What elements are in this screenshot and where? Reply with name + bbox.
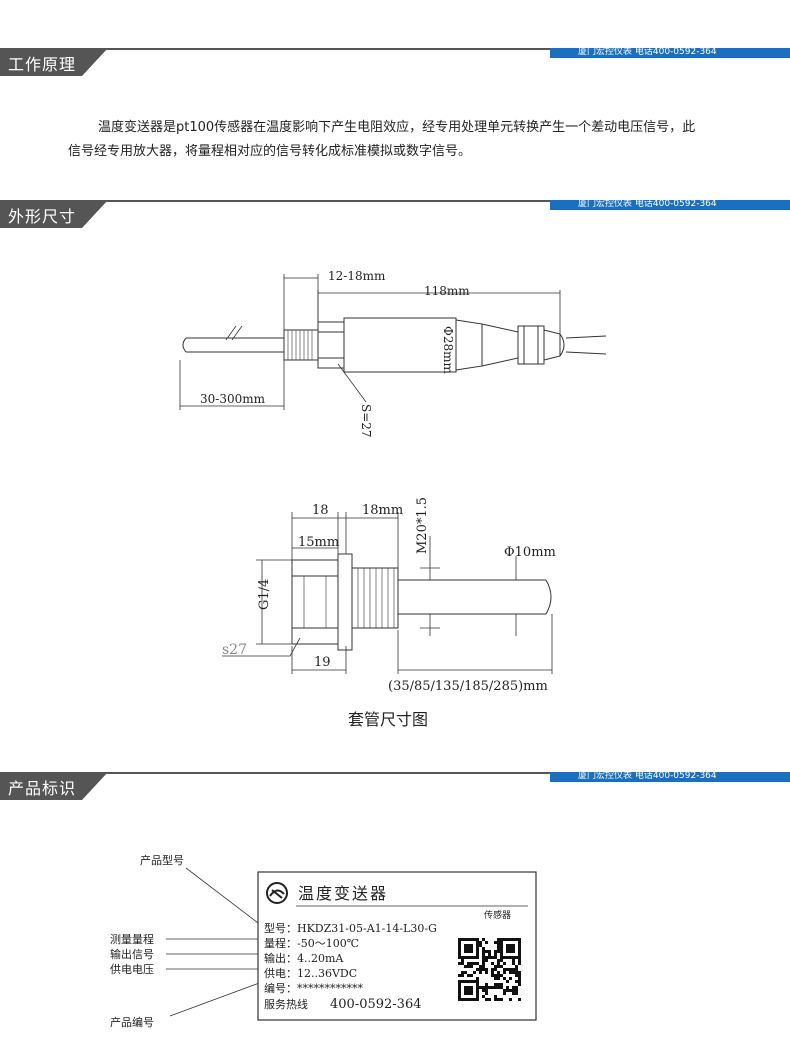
section-ribbon-text: 厦门宏控仪表 电话400-0592-364 bbox=[578, 47, 717, 57]
callout-model: 产品型号 bbox=[140, 853, 184, 867]
label-serial-line: 编号：************ bbox=[264, 981, 363, 995]
label-hotline-label: 服务热线 bbox=[264, 997, 308, 1011]
section-ribbon bbox=[550, 48, 790, 58]
label-hotline-number: 400-0592-364 bbox=[330, 997, 422, 1012]
callout-supply: 供电电压 bbox=[110, 962, 154, 976]
label-subtitle: 传感器 bbox=[484, 909, 511, 921]
callout-output: 输出信号 bbox=[110, 947, 154, 961]
dim-18mm: 18mm bbox=[362, 503, 403, 518]
section-header-bar bbox=[0, 772, 790, 800]
dim-insertion-lengths: (35/85/135/185/285)mm bbox=[388, 679, 548, 694]
label-supply-line: 供电：12..36VDC bbox=[264, 966, 357, 980]
principle-line-1: 温度变送器是pt100传感器在温度影响下产生电阻效应，经专用处理单元转换产生一个… bbox=[98, 120, 696, 135]
dim-total-length: 118mm bbox=[424, 284, 470, 298]
label-model-line: 型号：HKDZ31-05-A1-14-L30-G bbox=[264, 921, 437, 935]
thermowell-caption: 套管尺寸图 bbox=[348, 710, 429, 729]
section-title: 外形尺寸 bbox=[8, 207, 77, 226]
dim-19: 19 bbox=[314, 655, 331, 670]
section-ribbon-text: 厦门宏控仪表 电话400-0592-364 bbox=[578, 199, 717, 209]
principle-line-2: 信号经专用放大器，将量程相对应的信号转化成标准模拟或数字信号。 bbox=[68, 144, 472, 159]
section-header-bar bbox=[0, 200, 790, 228]
section-ribbon bbox=[550, 772, 790, 782]
callout-serial: 产品编号 bbox=[110, 1015, 154, 1029]
section-header-principle: 厦门宏控仪表 电话400-0592-364 工作原理 bbox=[0, 47, 790, 96]
dim-probe-length: 30-300mm bbox=[200, 392, 266, 406]
section-ribbon-text: 厦门宏控仪表 电话400-0592-364 bbox=[578, 771, 717, 781]
section-header-label: 厦门宏控仪表 电话400-0592-364 产品标识 bbox=[0, 771, 790, 820]
transmitter-outline-drawing: 12-18mm 118mm Φ28mm 30-300mm S=27 bbox=[179, 269, 607, 438]
dim-thread-spec: M20*1.5 bbox=[415, 497, 430, 554]
label-title: 温度变送器 bbox=[298, 884, 388, 903]
dim-body-diameter: Φ28mm bbox=[441, 326, 455, 374]
dim-18: 18 bbox=[312, 503, 329, 518]
dim-g14: G1/4 bbox=[257, 579, 272, 610]
callout-range: 测量量程 bbox=[110, 933, 154, 946]
thermowell-drawing: 18 18mm 15mm M20*1.5 Φ10mm G1/4 s27 19 (… bbox=[222, 497, 556, 694]
dim-s27: s27 bbox=[222, 642, 247, 658]
section-title: 工作原理 bbox=[8, 55, 77, 74]
section-header-bar bbox=[0, 48, 790, 76]
qr-code-icon bbox=[458, 938, 521, 1001]
dim-15mm: 15mm bbox=[298, 535, 339, 550]
label-range-line: 量程：-50～100℃ bbox=[264, 937, 359, 950]
dim-thread-length: 12-18mm bbox=[328, 269, 386, 283]
section-title: 产品标识 bbox=[8, 779, 77, 798]
section-header-dimensions: 厦门宏控仪表 电话400-0592-364 外形尺寸 bbox=[0, 199, 790, 248]
section-ribbon bbox=[550, 200, 790, 210]
product-label-diagram: 产品型号 测量量程 输出信号 供电电压 产品编号 温度变送器 传感器 型号：HK… bbox=[110, 853, 537, 1029]
label-output-line: 输出：4..20mA bbox=[264, 951, 344, 965]
principle-paragraph: 温度变送器是pt100传感器在温度影响下产生电阻效应，经专用处理单元转换产生一个… bbox=[68, 116, 738, 164]
dim-probe-diameter: Φ10mm bbox=[504, 545, 556, 560]
brand-logo-icon bbox=[266, 882, 288, 904]
dim-hex-size: S=27 bbox=[359, 404, 373, 438]
